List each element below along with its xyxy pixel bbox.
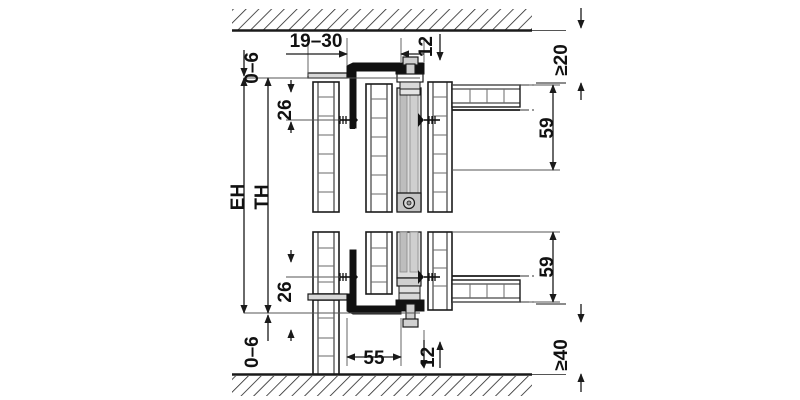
dim-26-bottom-label: 26 bbox=[275, 281, 296, 302]
lower-carcase-shelf bbox=[451, 275, 521, 303]
dim-th: TH bbox=[252, 77, 273, 314]
lower-runner-mechanism bbox=[396, 231, 422, 301]
dim-gap-top: 0–6 bbox=[240, 50, 263, 84]
dim-clearance-bottom: ≥40 bbox=[551, 304, 585, 392]
dim-12-top-label: 12 bbox=[416, 36, 437, 57]
lower-door-leaf bbox=[365, 231, 393, 295]
lower-left-screw bbox=[338, 270, 358, 284]
dim-26-bottom: 26 bbox=[275, 250, 296, 341]
ceiling-hatch bbox=[232, 7, 532, 32]
lower-left-panel-upper bbox=[312, 231, 340, 295]
upper-runner-mechanism bbox=[396, 87, 422, 213]
upper-profile-leg bbox=[350, 71, 355, 129]
dim-55: 55 bbox=[346, 348, 402, 369]
upper-left-panel bbox=[312, 81, 340, 213]
lower-left-cap bbox=[307, 293, 348, 301]
dim-12-top: 12 bbox=[400, 34, 444, 61]
upper-right-panel bbox=[427, 81, 453, 213]
dim-59-bottom-label: 59 bbox=[537, 256, 558, 277]
dim-26-top: 26 bbox=[275, 80, 296, 133]
lower-door-assembly bbox=[307, 231, 521, 375]
upper-carcase-shelf bbox=[451, 84, 521, 111]
dim-19-30-label: 19–30 bbox=[290, 31, 343, 52]
upper-left-screw bbox=[338, 113, 358, 127]
dim-eh-label: EH bbox=[228, 184, 249, 210]
dim-eh: EH bbox=[228, 77, 249, 314]
centre-lines bbox=[520, 84, 534, 303]
lower-left-panel-lower bbox=[312, 299, 340, 375]
upper-bracket-bolt bbox=[395, 56, 425, 96]
lower-right-screw bbox=[418, 270, 440, 284]
upper-door-assembly bbox=[307, 56, 521, 213]
dim-26-top-label: 26 bbox=[275, 99, 296, 120]
dim-59-top-label: 59 bbox=[537, 117, 558, 138]
dim-gap-bottom: 0–6 bbox=[242, 314, 272, 368]
upper-right-screw bbox=[418, 113, 440, 127]
dim-55-label: 55 bbox=[363, 348, 385, 369]
dim-19-30: 19–30 bbox=[286, 31, 348, 58]
dim-12-bottom-label: 12 bbox=[418, 347, 439, 368]
upper-left-cap bbox=[307, 72, 348, 79]
dim-clearance-top: ≥20 bbox=[551, 8, 585, 100]
floor-hatch bbox=[232, 373, 532, 396]
dim-59-top: 59 bbox=[537, 84, 558, 171]
dim-clearance-top-label: ≥20 bbox=[551, 44, 572, 76]
dim-th-label: TH bbox=[252, 184, 273, 209]
dim-12-bottom: 12 bbox=[418, 340, 444, 369]
dim-59-bottom: 59 bbox=[537, 231, 558, 303]
lower-bracket-bolt bbox=[395, 299, 425, 328]
dim-clearance-bottom-label: ≥40 bbox=[551, 339, 572, 371]
lower-right-panel bbox=[427, 231, 453, 311]
upper-door-leaf bbox=[365, 83, 393, 213]
dim-gap-bottom-label: 0–6 bbox=[242, 336, 263, 368]
clearance-ticks bbox=[536, 82, 566, 305]
dim-gap-top-label: 0–6 bbox=[242, 52, 263, 84]
